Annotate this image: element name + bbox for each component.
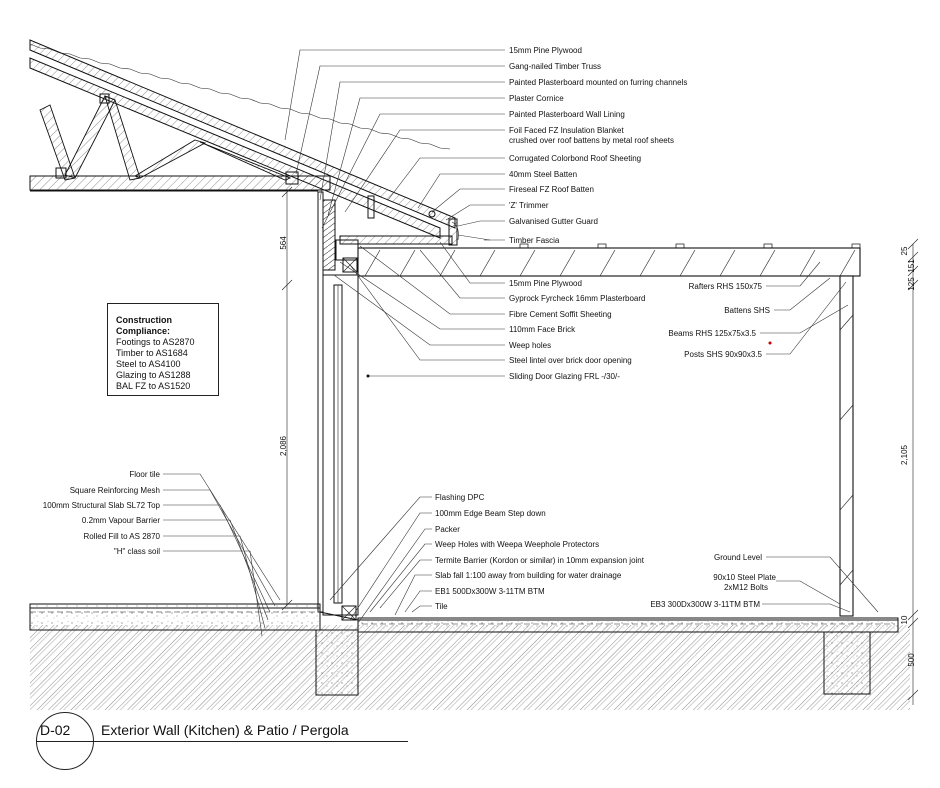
dim-wall-top: 564: [279, 236, 288, 250]
label-wall-lining: Painted Plasterboard Wall Lining: [509, 110, 625, 119]
label-soffit: Fibre Cement Soffit Sheeting: [509, 310, 612, 319]
label-weep-protectors: Weep Holes with Weepa Weephole Protector…: [435, 540, 599, 549]
truss-web: [199, 141, 292, 181]
label-mesh: Square Reinforcing Mesh: [70, 486, 160, 495]
label-gutter-guard: Galvanised Gutter Guard: [509, 217, 598, 226]
face-brick: [322, 199, 336, 271]
dim-right-e: 10: [900, 615, 909, 624]
truss-bottom-chord: [29, 175, 331, 191]
gang-nail-plate: [285, 171, 299, 185]
label-slab-fall: Slab fall 1:100 away from building for w…: [435, 571, 622, 580]
label-termite-barrier: Termite Barrier (Kordon or similar) in 1…: [435, 556, 645, 565]
truss-top-chord: [29, 57, 441, 239]
label-roof-sheeting: Corrugated Colorbond Roof Sheeting: [509, 154, 641, 163]
label-eb3: EB3 300Dx300W 3-11TM BTM: [650, 600, 760, 609]
label-fyrcheck: Gyprock Fyrcheck 16mm Plasterboard: [509, 294, 646, 303]
dim-wall-height: 2,086: [279, 435, 288, 456]
title-underline: [36, 741, 408, 742]
label-steel-batten: 40mm Steel Batten: [509, 170, 577, 179]
pergola-footing: [823, 631, 871, 695]
dimension-lines: 564 2,086 25 151 125 2,105 10 500: [279, 186, 919, 705]
wall-lining: [317, 191, 324, 613]
detail-title: Exterior Wall (Kitchen) & Patio / Pergol…: [101, 722, 349, 738]
dim-right-b: 151: [907, 259, 916, 273]
compliance-line: Glazing to AS1288: [116, 370, 191, 380]
label-truss: Gang-nailed Timber Truss: [509, 62, 601, 71]
label-lintel: Steel lintel over brick door opening: [509, 356, 632, 365]
label-rolled-fill: Rolled Fill to AS 2870: [84, 532, 161, 541]
label-slab: 100mm Structural Slab SL72 Top: [43, 501, 161, 510]
label-tile: Tile: [435, 602, 448, 611]
roof-leaders: [284, 49, 505, 241]
label-bolts: 2xM12 Bolts: [724, 583, 768, 592]
dim-right-d: 2,105: [900, 444, 909, 465]
label-beams: Beams RHS 125x75x3.5: [668, 329, 756, 338]
label-steel-plate: 90x10 Steel Plate: [713, 573, 776, 582]
label-fireseal-batten: Fireseal FZ Roof Batten: [509, 185, 594, 194]
ground-leaders: [762, 556, 879, 613]
corrugation-line: [29, 43, 451, 150]
earth-hatch: [30, 625, 910, 710]
compliance-line: Timber to AS1684: [116, 348, 188, 358]
label-fascia: Timber Fascia: [509, 236, 560, 245]
label-posts: Posts SHS 90x90x3.5: [684, 350, 762, 359]
gang-nail-plate: [55, 167, 67, 179]
label-battens: Battens SHS: [724, 306, 770, 315]
slab-leaders: [163, 473, 281, 637]
label-ground-level: Ground Level: [714, 553, 762, 562]
patio-slab: [357, 617, 899, 633]
edge-beam-footing: [315, 629, 359, 696]
label-insulation-2: crushed over roof battens by metal roof …: [509, 136, 674, 145]
label-face-brick: 110mm Face Brick: [509, 325, 576, 334]
pergola-post: [839, 275, 854, 617]
dim-right-c: 125: [907, 277, 916, 291]
label-edge-beam: 100mm Edge Beam Step down: [435, 509, 546, 518]
label-z-trimmer: 'Z' Trimmer: [509, 201, 549, 210]
detail-id: D-02: [40, 722, 71, 738]
pergola-leaders: [760, 261, 849, 355]
label-ceiling-plasterboard: Painted Plasterboard mounted on furring …: [509, 78, 687, 87]
z-trimmer: [367, 195, 375, 219]
batten-circle: [428, 210, 436, 218]
detail-title-block: D-02 Exterior Wall (Kitchen) & Patio / P…: [36, 712, 416, 772]
label-flashing: Flashing DPC: [435, 493, 485, 502]
compliance-box: Construction Compliance: Footings to AS2…: [107, 303, 219, 396]
wall-leaders: [333, 241, 505, 378]
label-weep-holes: Weep holes: [509, 341, 551, 350]
label-rafters: Rafters RHS 150x75: [689, 282, 763, 291]
pergola-assembly: [357, 243, 861, 617]
dim-right-a: 25: [900, 246, 909, 255]
compliance-line: BAL FZ to AS1520: [116, 381, 191, 391]
label-roof-plywood: 15mm Pine Plywood: [509, 46, 582, 55]
label-packer: Packer: [435, 525, 460, 534]
label-eb1: EB1 500Dx300W 3-11TM BTM: [435, 587, 545, 596]
label-wall-plywood: 15mm Pine Plywood: [509, 279, 582, 288]
compliance-line: Steel to AS4100: [116, 359, 181, 369]
label-glazing: Sliding Door Glazing FRL -/30/-: [509, 372, 620, 381]
lintel-box: [342, 257, 358, 273]
pergola-rafter: [357, 247, 861, 277]
gang-nail-plate: [99, 93, 110, 104]
gutter: [451, 221, 459, 241]
label-floor-tile: Floor tile: [129, 470, 160, 479]
compliance-line: Footings to AS2870: [116, 337, 195, 347]
label-soil-class: "H" class soil: [114, 547, 160, 556]
footing-leaders: [329, 496, 432, 624]
sill-box: [341, 605, 357, 621]
compliance-title: Construction Compliance:: [116, 315, 172, 336]
fascia: [448, 218, 458, 246]
label-vapour-barrier: 0.2mm Vapour Barrier: [82, 516, 160, 525]
truss-web: [133, 139, 207, 179]
truss-web: [64, 95, 116, 179]
door-frame: [322, 274, 359, 616]
label-insulation: Foil Faced FZ Insulation Blanket: [509, 126, 624, 135]
dim-right-f: 500: [907, 653, 916, 667]
roof-assembly: [29, 39, 459, 246]
wall-assembly: [317, 191, 359, 621]
ground-assembly: [29, 603, 910, 710]
label-cornice: Plaster Cornice: [509, 94, 564, 103]
